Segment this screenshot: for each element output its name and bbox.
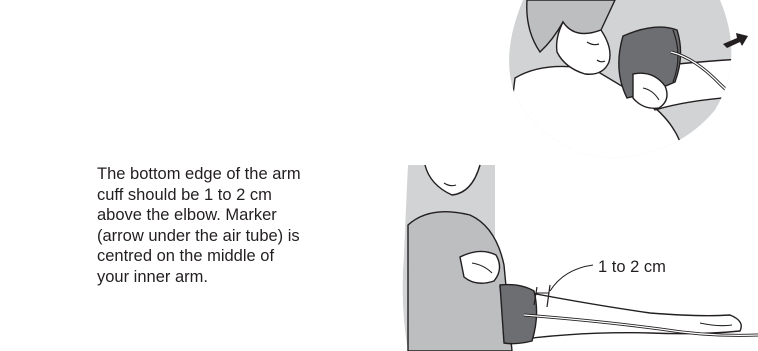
torso: [408, 212, 512, 351]
label-leader-line: [550, 265, 593, 291]
instruction-line: cuff should be 1 to 2 cm: [97, 185, 387, 206]
instruction-line: above the elbow. Marker: [97, 205, 387, 226]
distance-label: 1 to 2 cm: [598, 258, 666, 277]
instruction-line: centred on the middle of: [97, 246, 387, 267]
instruction-line: your inner arm.: [97, 267, 387, 288]
cuff-wrapping-illustration: [505, 0, 758, 160]
cuff-position-illustration: [400, 165, 758, 351]
instruction-line: (arrow under the air tube) is: [97, 226, 387, 247]
instruction-text: The bottom edge of the arm cuff should b…: [97, 164, 387, 287]
hand: [460, 251, 500, 283]
instruction-line: The bottom edge of the arm: [97, 164, 387, 185]
